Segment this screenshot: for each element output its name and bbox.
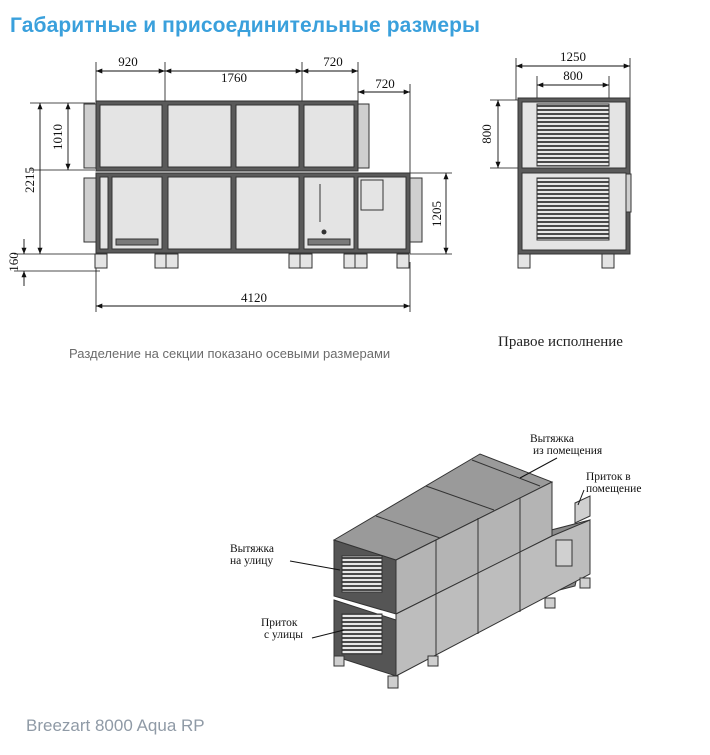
dim-1250: 1250 xyxy=(560,49,586,64)
dim-720-a: 720 xyxy=(323,54,343,69)
dim-800-width: 800 xyxy=(563,68,583,83)
front-feet xyxy=(94,253,410,269)
front-view: 920 1760 720 720 1010 2215 160 1205 4120 xyxy=(6,54,452,312)
dim-160: 160 xyxy=(6,252,21,272)
dim-1205: 1205 xyxy=(429,201,444,227)
label-supply-room-2: помещение xyxy=(586,483,641,495)
dim-720-b: 720 xyxy=(375,76,395,91)
side-view: 1250 800 800 xyxy=(479,49,632,269)
iso-labels: Вытяжка из помещения Приток в помещение … xyxy=(230,433,641,641)
label-exhaust-room-2: из помещения xyxy=(533,445,603,457)
label-exhaust-street-2: на улицу xyxy=(230,555,273,567)
dim-4120: 4120 xyxy=(241,290,267,305)
side-view-caption: Правое исполнение xyxy=(498,334,623,350)
iso-view xyxy=(289,453,591,689)
section-note: Разделение на секции показано осевыми ра… xyxy=(69,346,391,361)
dim-1760: 1760 xyxy=(221,70,247,85)
dim-800-height: 800 xyxy=(479,124,494,144)
page-title: Габаритные и присоединительные размеры xyxy=(10,14,481,37)
label-supply-room-1: Приток в xyxy=(586,471,631,483)
dim-1010: 1010 xyxy=(50,124,65,150)
label-supply-street-1: Приток xyxy=(261,617,298,629)
label-exhaust-street-1: Вытяжка xyxy=(230,543,274,555)
dim-2215: 2215 xyxy=(22,167,37,193)
dim-920: 920 xyxy=(118,54,138,69)
label-supply-street-2: с улицы xyxy=(264,629,303,641)
label-exhaust-room-1: Вытяжка xyxy=(530,433,574,445)
upper-block xyxy=(83,100,370,172)
lower-block xyxy=(83,172,423,254)
product-name: Breezart 8000 Aqua RP xyxy=(26,716,205,735)
